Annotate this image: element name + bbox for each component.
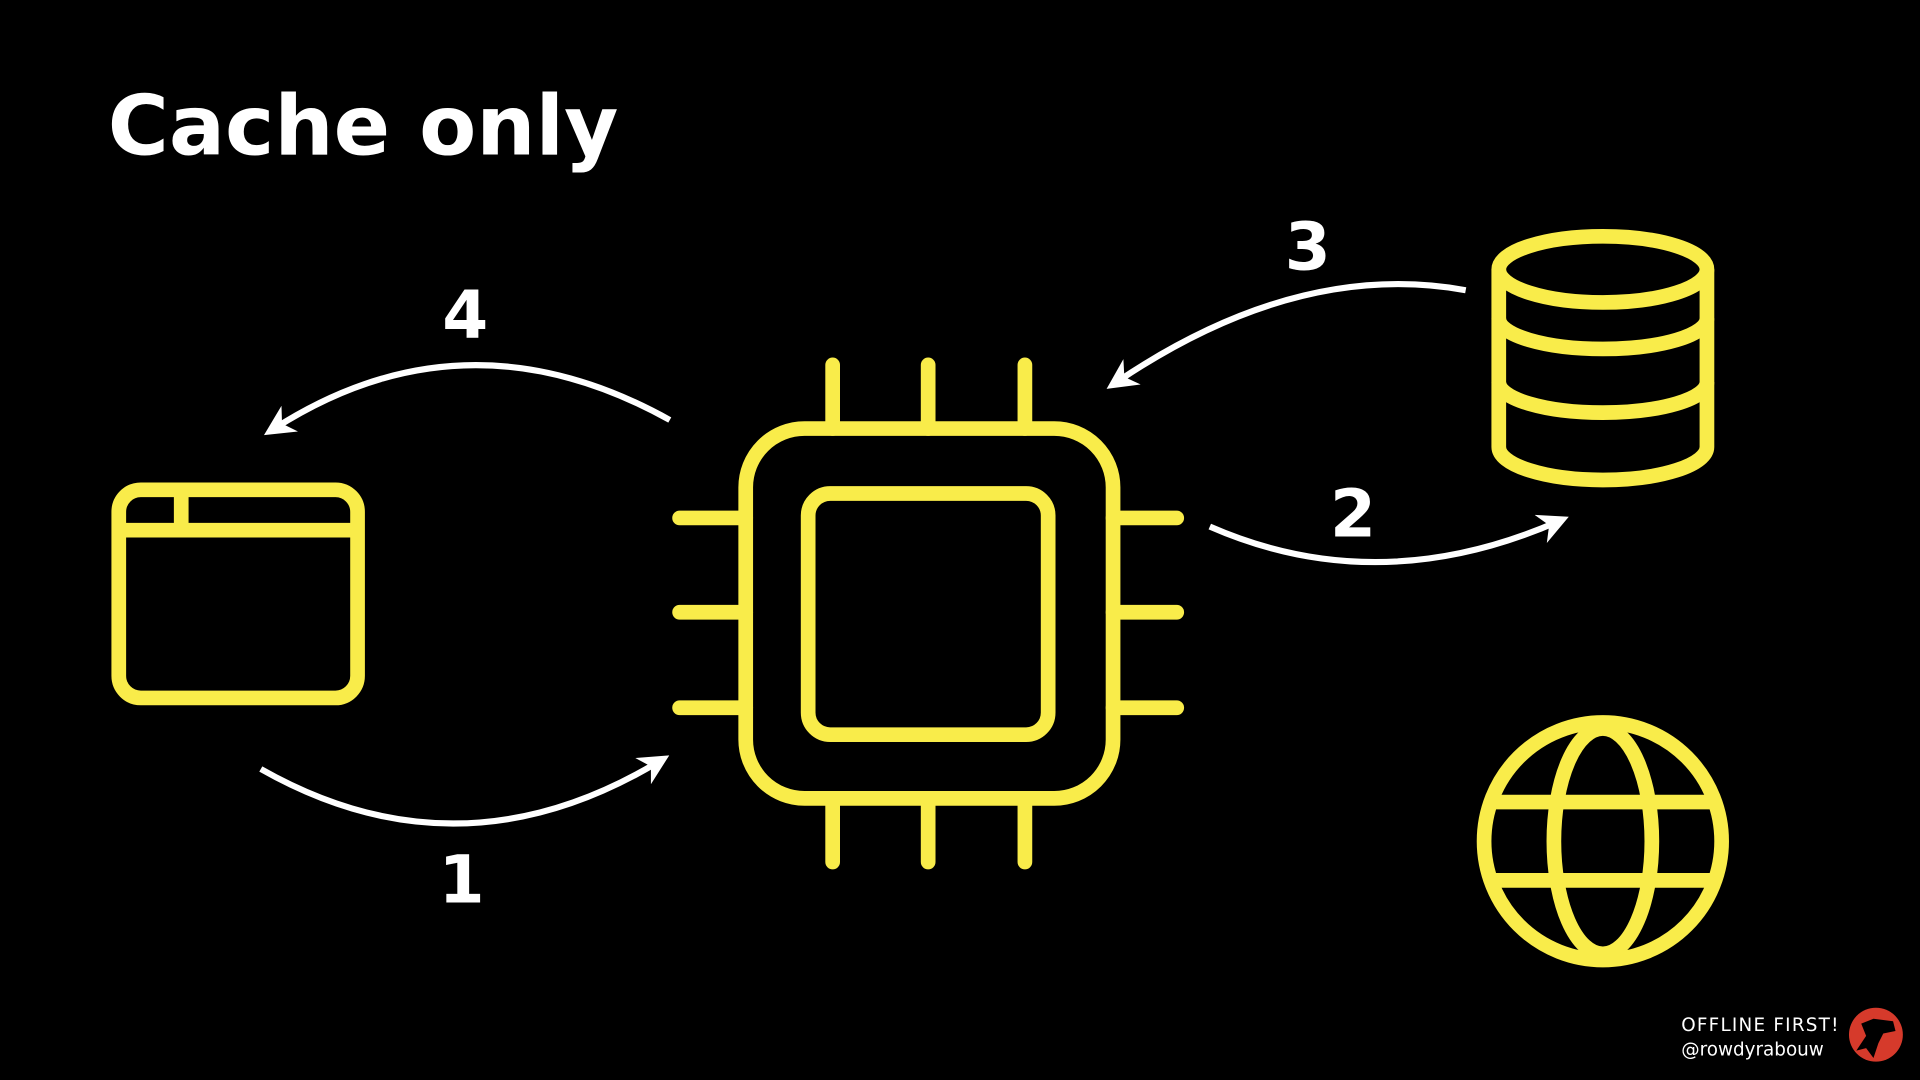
arrow-step-4 bbox=[263, 362, 672, 436]
cpu-chip-icon bbox=[672, 357, 1185, 870]
arrow-step-3 bbox=[1106, 281, 1467, 389]
database-icon bbox=[1491, 228, 1715, 488]
step-label-2: 2 bbox=[1330, 475, 1376, 552]
globe-icon bbox=[1476, 715, 1729, 968]
dinosaur-logo-icon bbox=[1848, 1007, 1903, 1062]
step-label-1: 1 bbox=[439, 841, 485, 918]
step-label-3: 3 bbox=[1285, 208, 1331, 285]
slide-title: Cache only bbox=[108, 77, 619, 174]
arrow-step-2 bbox=[1208, 514, 1569, 566]
footer-title: OFFLINE FIRST! bbox=[1681, 1015, 1840, 1036]
footer-handle: @rowdyrabouw bbox=[1681, 1040, 1824, 1061]
arrow-step-1 bbox=[259, 755, 670, 827]
browser-window-icon bbox=[111, 482, 365, 706]
step-label-4: 4 bbox=[442, 277, 488, 354]
